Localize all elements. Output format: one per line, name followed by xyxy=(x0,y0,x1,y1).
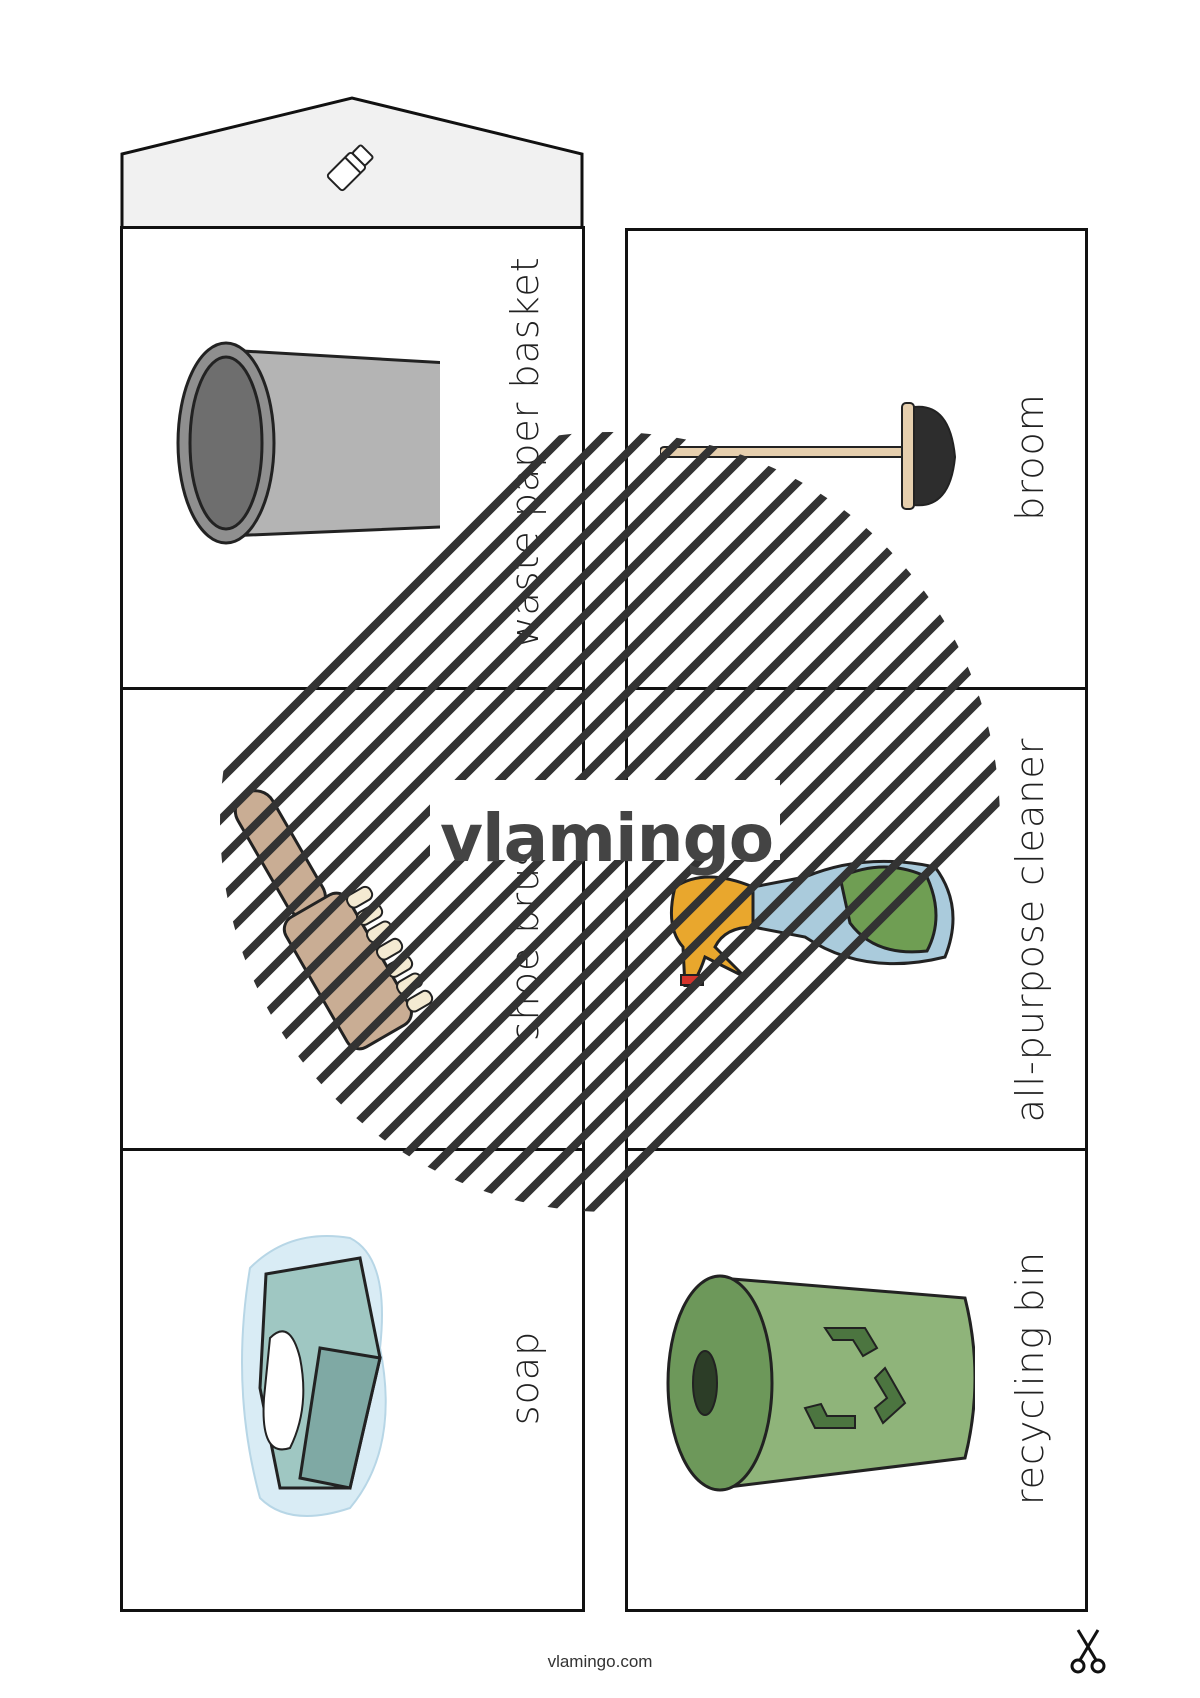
shoe-brush-icon xyxy=(233,789,434,1051)
label-waste-paper-basket: waste paper basket xyxy=(503,256,547,648)
card-cell-all-purpose-cleaner: all-purpose cleaner xyxy=(625,687,1088,1148)
soap-icon xyxy=(241,1235,387,1517)
glue-stick-icon xyxy=(326,144,374,192)
card-cell-shoe-brush: shoe brush xyxy=(120,687,585,1148)
scissors-icon xyxy=(1070,1629,1106,1674)
label-all-purpose-cleaner: all-purpose cleaner xyxy=(1008,737,1052,1123)
card-cell-recycling-bin: recycling bin xyxy=(625,1148,1088,1609)
label-broom: broom xyxy=(1008,393,1052,521)
card-cell-broom: broom xyxy=(625,228,1088,687)
card-cell-waste-paper-basket: waste paper basket xyxy=(120,226,585,687)
card-cell-soap: soap xyxy=(120,1148,585,1609)
watermark-logo: vlamingo xyxy=(440,800,774,877)
label-recycling-bin: recycling bin xyxy=(1008,1250,1052,1506)
recycling-bin-icon xyxy=(666,1274,975,1492)
footer-url[interactable]: vlamingo.com xyxy=(547,1652,653,1671)
glue-tab xyxy=(120,96,584,230)
label-soap: soap xyxy=(503,1330,547,1426)
waste-paper-basket-icon xyxy=(176,341,440,545)
broom-icon xyxy=(660,402,957,510)
